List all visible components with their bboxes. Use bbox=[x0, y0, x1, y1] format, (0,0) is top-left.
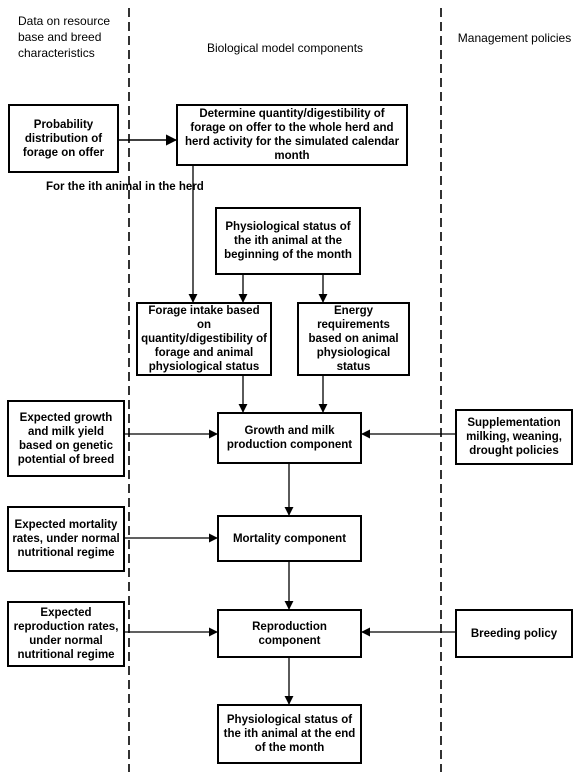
box-expected-reproduction: Expected reproduction rates, under norma… bbox=[7, 601, 125, 667]
box-forage-intake: Forage intake based on quantity/digestib… bbox=[136, 302, 272, 376]
header-resource-data: Data on resource base and breed characte… bbox=[18, 14, 111, 60]
box-expected-growth: Expected growth and milk yield based on … bbox=[7, 400, 125, 477]
header-management-policies: Management policies bbox=[457, 31, 572, 45]
note-ith-animal: For the ith animal in the herd bbox=[46, 181, 204, 193]
box-supplementation-policies: Supplementation milking, weaning, drough… bbox=[455, 409, 573, 465]
header-biological-components: Biological model components bbox=[206, 41, 364, 55]
box-physiological-status-end: Physiological status of the ith animal a… bbox=[217, 704, 362, 764]
box-mortality-component: Mortality component bbox=[217, 515, 362, 562]
box-breeding-policy: Breeding policy bbox=[455, 609, 573, 658]
box-energy-requirements: Energy requirements based on animal phys… bbox=[297, 302, 410, 376]
box-growth-milk-production: Growth and milk production component bbox=[217, 412, 362, 464]
box-physiological-status-begin: Physiological status of the ith animal a… bbox=[215, 207, 361, 275]
box-expected-mortality: Expected mortality rates, under normal n… bbox=[7, 506, 125, 572]
box-probability-forage: Probability distribution of forage on of… bbox=[8, 104, 119, 173]
box-reproduction-component: Reproduction component bbox=[217, 609, 362, 658]
box-determine-forage: Determine quantity/digestibility of fora… bbox=[176, 104, 408, 166]
